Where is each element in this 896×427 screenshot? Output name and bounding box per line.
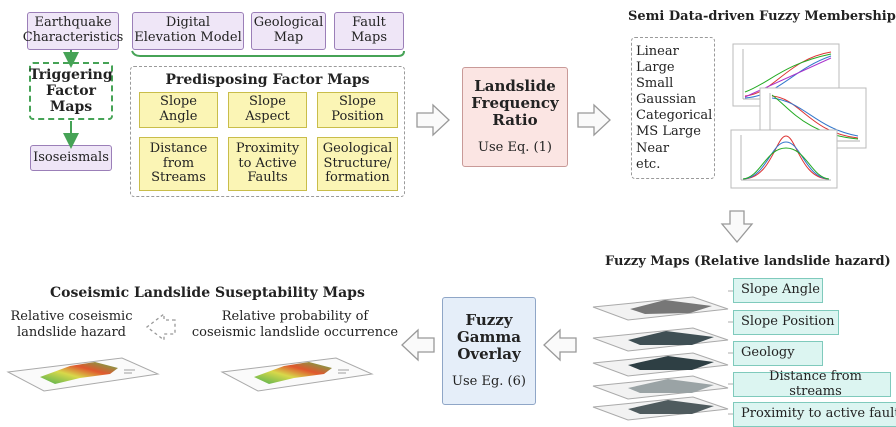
fuzzy-maps-title: Fuzzy Maps (Relative landslide hazard) (605, 254, 891, 269)
isoseismals-label: Isoseismals (33, 149, 109, 165)
arrow-down-to-fuzzy-maps (720, 210, 754, 244)
factor-geological-structure: Geological Structure/ formation (317, 137, 398, 191)
arrow-to-lfr (416, 103, 450, 137)
factor-slope-angle: Slope Angle (139, 92, 218, 128)
fuzzy-layer-distance-streams: Distance from streams (733, 369, 891, 398)
fault-maps-box: Fault Maps (334, 12, 404, 50)
probability-map (220, 357, 374, 392)
fuzzy-map-layer-3 (592, 352, 729, 377)
membership-type-list: Linear Large Small Gaussian Categorical … (631, 37, 715, 179)
membership-type-gaussian: Gaussian (636, 92, 697, 108)
lfr-title: Landslide Frequency Ratio (471, 76, 559, 130)
plot-gaussian (730, 129, 838, 189)
dem-box: Digital Elevation Model (132, 12, 244, 50)
fuzzy-layer-geology: Geology (733, 341, 823, 366)
membership-type-categorical: Categorical (636, 108, 713, 124)
geological-map-box: Geological Map (251, 12, 326, 50)
gamma-title: Fuzzy Gamma Overlay (457, 310, 521, 364)
dem-label: Digital Elevation Model (134, 15, 242, 45)
membership-type-large: Large (636, 60, 675, 76)
membership-type-near: Near (636, 140, 670, 156)
output-title: Coseismic Landslide Suseptability Maps (50, 285, 365, 301)
gamma-box: Fuzzy Gamma Overlay Use Eg. (6) (442, 297, 536, 405)
fuzzy-layer-slope-angle: Slope Angle (733, 278, 823, 303)
fuzzy-map-layer-1 (592, 296, 729, 321)
isoseismals-box: Isoseismals (30, 145, 112, 171)
triggering-factor-box: Triggering Factor Maps (29, 62, 113, 120)
factor-slope-aspect: Slope Aspect (228, 92, 307, 128)
predisposing-factor-group (130, 66, 405, 197)
geological-map-label: Geological Map (253, 15, 324, 45)
membership-type-etc: etc. (636, 156, 661, 172)
membership-type-small: Small (636, 76, 674, 92)
fuzzy-layer-slope-position: Slope Position (733, 310, 839, 335)
lfr-box: Landslide Frequency Ratio Use Eq. (1) (462, 67, 568, 167)
hazard-label: Relative coseismic landslide hazard (10, 309, 133, 341)
arrow-to-output (401, 328, 435, 362)
fuzzy-map-layer-4 (592, 375, 729, 400)
lfr-eq: Use Eq. (1) (478, 140, 552, 156)
predisposing-title: Predisposing Factor Maps (165, 72, 370, 88)
fuzzy-layer-proximity-faults: Proximity to active faults (733, 402, 896, 427)
gamma-eq: Use Eg. (6) (452, 374, 526, 390)
factor-slope-position: Slope Position (317, 92, 398, 128)
earthquake-characteristics-label: Earthquake Characteristics (22, 15, 124, 45)
hazard-map (6, 357, 160, 392)
membership-type-linear: Linear (636, 44, 679, 59)
factor-proximity-faults: Proximity to Active Faults (228, 137, 307, 191)
dashed-left-arrow (145, 312, 176, 342)
fuzzy-map-layer-2 (592, 327, 729, 352)
factor-distance-streams: Distance from Streams (139, 137, 218, 191)
triggering-factor-label: Triggering Factor Maps (29, 66, 113, 116)
fuzzy-map-layer-5 (592, 396, 729, 421)
arrow-to-membership (577, 103, 611, 137)
earthquake-characteristics-box: Earthquake Characteristics (23, 12, 123, 50)
membership-type-ms-large: MS Large (636, 124, 701, 140)
fault-maps-label: Fault Maps (350, 15, 388, 45)
membership-title: Semi Data-driven Fuzzy Memberships (628, 9, 896, 24)
probability-label: Relative probability of coseismic landsl… (191, 309, 399, 341)
arrow-to-gamma (543, 328, 577, 362)
